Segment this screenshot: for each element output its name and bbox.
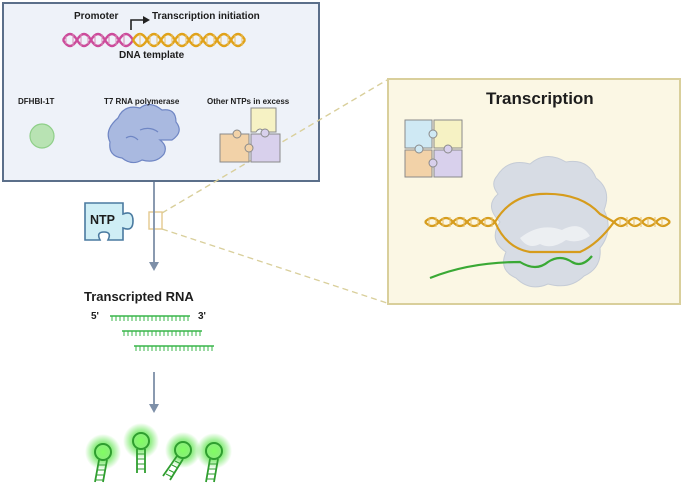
dna-helix-icon: [61, 32, 247, 48]
large-polymerase-icon: [491, 156, 609, 288]
right-angle-arrow-icon: [130, 16, 150, 30]
fluorescent-rna-icon: [85, 423, 232, 483]
transcription-initiation-label: Transcription initiation: [152, 11, 260, 22]
rna-strands-icon: [110, 315, 214, 351]
flow-arrow: [149, 182, 159, 413]
puzzle-icon: [219, 107, 281, 163]
five-prime-label: 5': [91, 311, 99, 322]
nascent-rna-strand: [429, 255, 593, 280]
dna-template-label: DNA template: [119, 50, 185, 61]
dfhbi-circle-icon: [29, 123, 55, 149]
other-ntps-label: Other NTPs in excess: [207, 97, 290, 106]
ntp-label: NTP: [90, 213, 115, 227]
polymerase-label: T7 RNA polymerase: [104, 97, 180, 106]
zoom-source-box: [148, 211, 163, 230]
dfhbi-label: DFHBI-1T: [18, 97, 55, 106]
zoom-puzzle-icon: [404, 119, 463, 178]
transcription-title: Transcription: [486, 89, 594, 108]
ntp-puzzle-icon: [84, 202, 134, 241]
three-prime-label: 3': [198, 311, 206, 322]
polymerase-icon: [107, 103, 180, 164]
promoter-label: Promoter: [74, 11, 119, 22]
transcripted-rna-title: Transcripted RNA: [84, 289, 194, 304]
transcription-bubble-dna: [424, 192, 671, 254]
